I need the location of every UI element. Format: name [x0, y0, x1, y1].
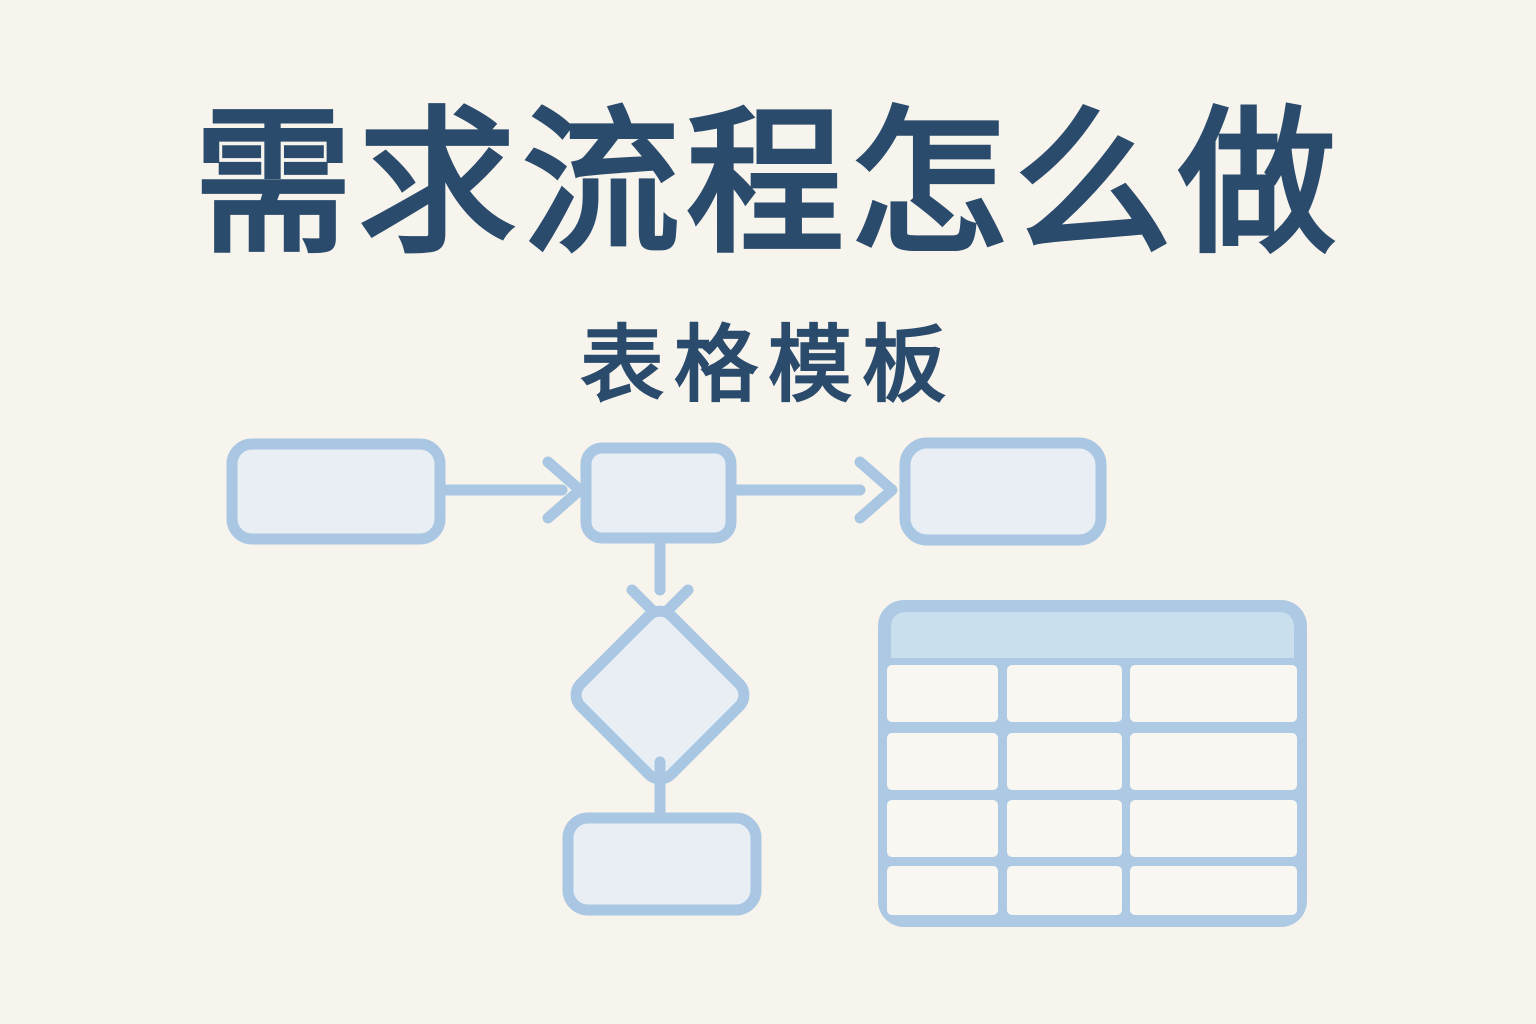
table-cell-r3c1: [887, 800, 998, 857]
table-cell-r1c1: [887, 665, 998, 722]
arrow-step1-step2-head: [542, 456, 586, 524]
flow-step-3-box: [899, 437, 1107, 546]
decision-diamond: [570, 605, 750, 785]
table-cell-r4c3: [1130, 866, 1297, 915]
table-cell-r1c3: [1130, 665, 1297, 722]
table-cell-r2c1: [887, 733, 998, 790]
table-cell-r2c2: [1007, 733, 1122, 790]
flow-step-2-box: [580, 442, 737, 544]
flow-result-box: [562, 812, 762, 916]
table-graphic: [878, 600, 1307, 927]
table-cell-r4c2: [1007, 866, 1122, 915]
table-cell-r3c3: [1130, 800, 1297, 857]
arrow-step2-step3-head: [854, 456, 898, 524]
page-subtitle: 表格模板: [579, 316, 956, 414]
table-cell-r3c2: [1007, 800, 1122, 857]
page-title: 需求流程怎么做: [194, 92, 1342, 276]
table-cell-r2c3: [1130, 733, 1297, 790]
table-cell-r1c2: [1007, 665, 1122, 722]
table-cell-r4c1: [887, 866, 998, 915]
flow-step-1-box: [226, 438, 446, 545]
table-header-row: [891, 612, 1294, 658]
